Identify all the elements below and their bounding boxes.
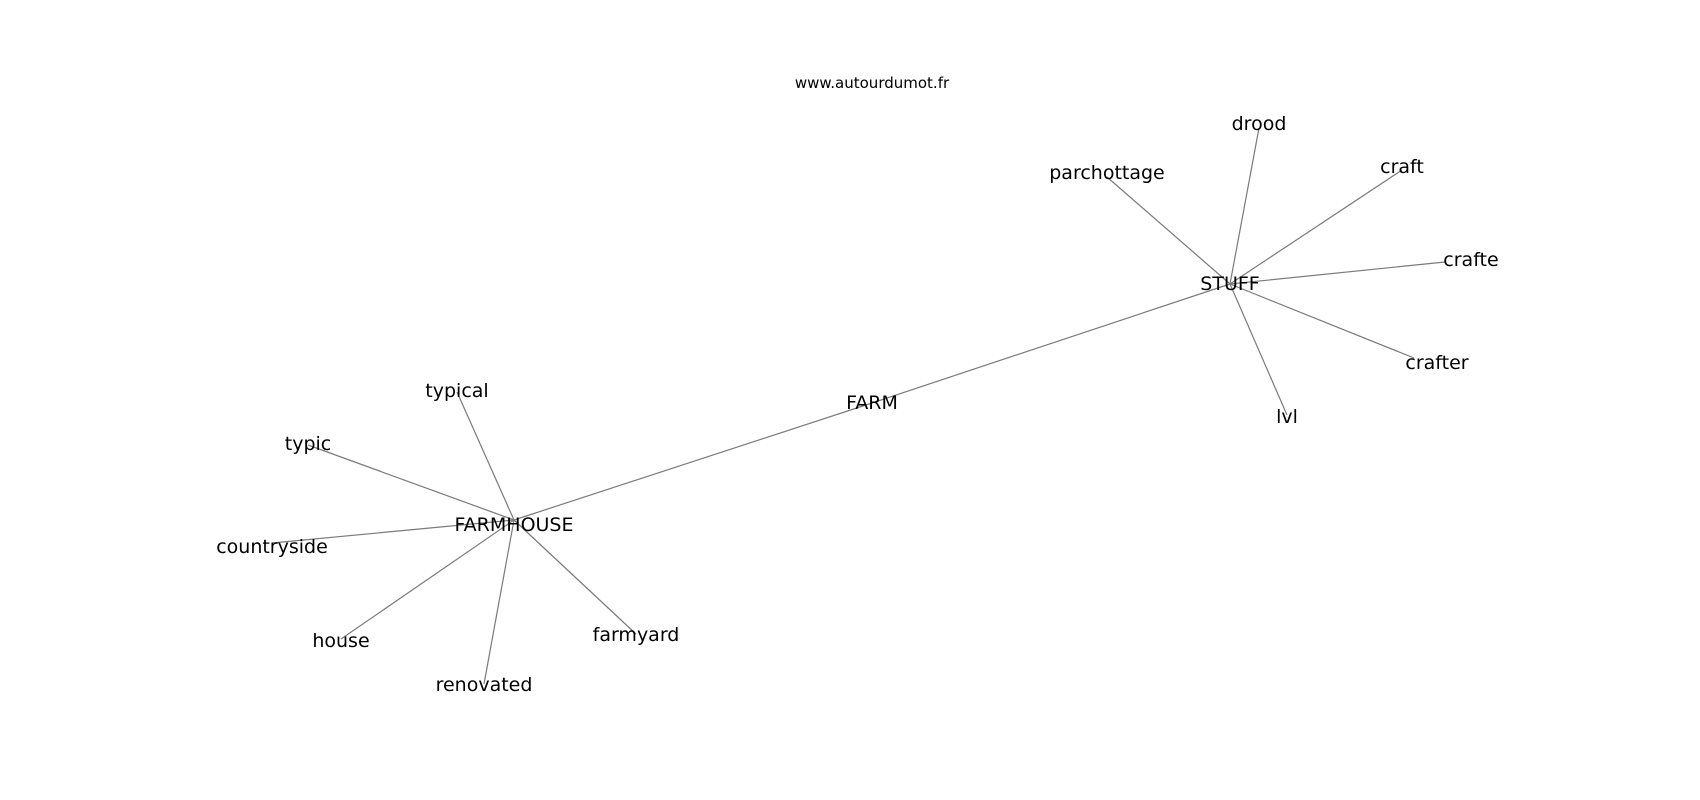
node-label-crafte: crafte <box>1443 249 1498 271</box>
edge-farmhouse-renovated <box>483 519 515 685</box>
graph-edges <box>271 127 1446 685</box>
node-label-typical: typical <box>425 380 488 402</box>
node-label-parchottage: parchottage <box>1049 162 1165 184</box>
edge-farm-stuff <box>871 283 1231 404</box>
node-label-house: house <box>312 630 369 652</box>
edge-stuff-crafte <box>1229 261 1446 285</box>
edge-stuff-lvl <box>1229 283 1288 416</box>
node-label-countryside: countryside <box>216 536 328 558</box>
node-label-typic: typic <box>285 433 331 455</box>
edge-farmhouse-countryside <box>271 519 515 544</box>
edge-farmhouse-house <box>340 519 515 640</box>
node-label-stuff: STUFF <box>1200 273 1259 295</box>
node-label-farmyard: farmyard <box>593 624 680 646</box>
edge-stuff-drood <box>1229 127 1260 285</box>
edge-stuff-craft <box>1229 169 1403 285</box>
node-label-farm: FARM <box>846 392 898 414</box>
edge-farmhouse-farm <box>513 402 873 521</box>
node-label-crafter: crafter <box>1405 352 1468 374</box>
edge-stuff-crafter <box>1229 283 1415 359</box>
node-label-lvl: lvl <box>1276 406 1298 428</box>
node-label-drood: drood <box>1232 113 1287 135</box>
node-label-farmhouse: FARMHOUSE <box>455 514 574 536</box>
edge-farmhouse-typical <box>456 391 515 521</box>
watermark-text: www.autourdumot.fr <box>795 74 950 92</box>
edge-farmhouse-typic <box>307 444 515 521</box>
node-label-renovated: renovated <box>436 674 533 696</box>
graph-nodes: FARM FARMHOUSE STUFF typical typic countrysid… <box>216 113 1499 696</box>
edge-stuff-parchottage <box>1106 176 1231 285</box>
node-label-craft: craft <box>1380 156 1424 178</box>
edge-farmhouse-farmyard <box>513 519 637 635</box>
